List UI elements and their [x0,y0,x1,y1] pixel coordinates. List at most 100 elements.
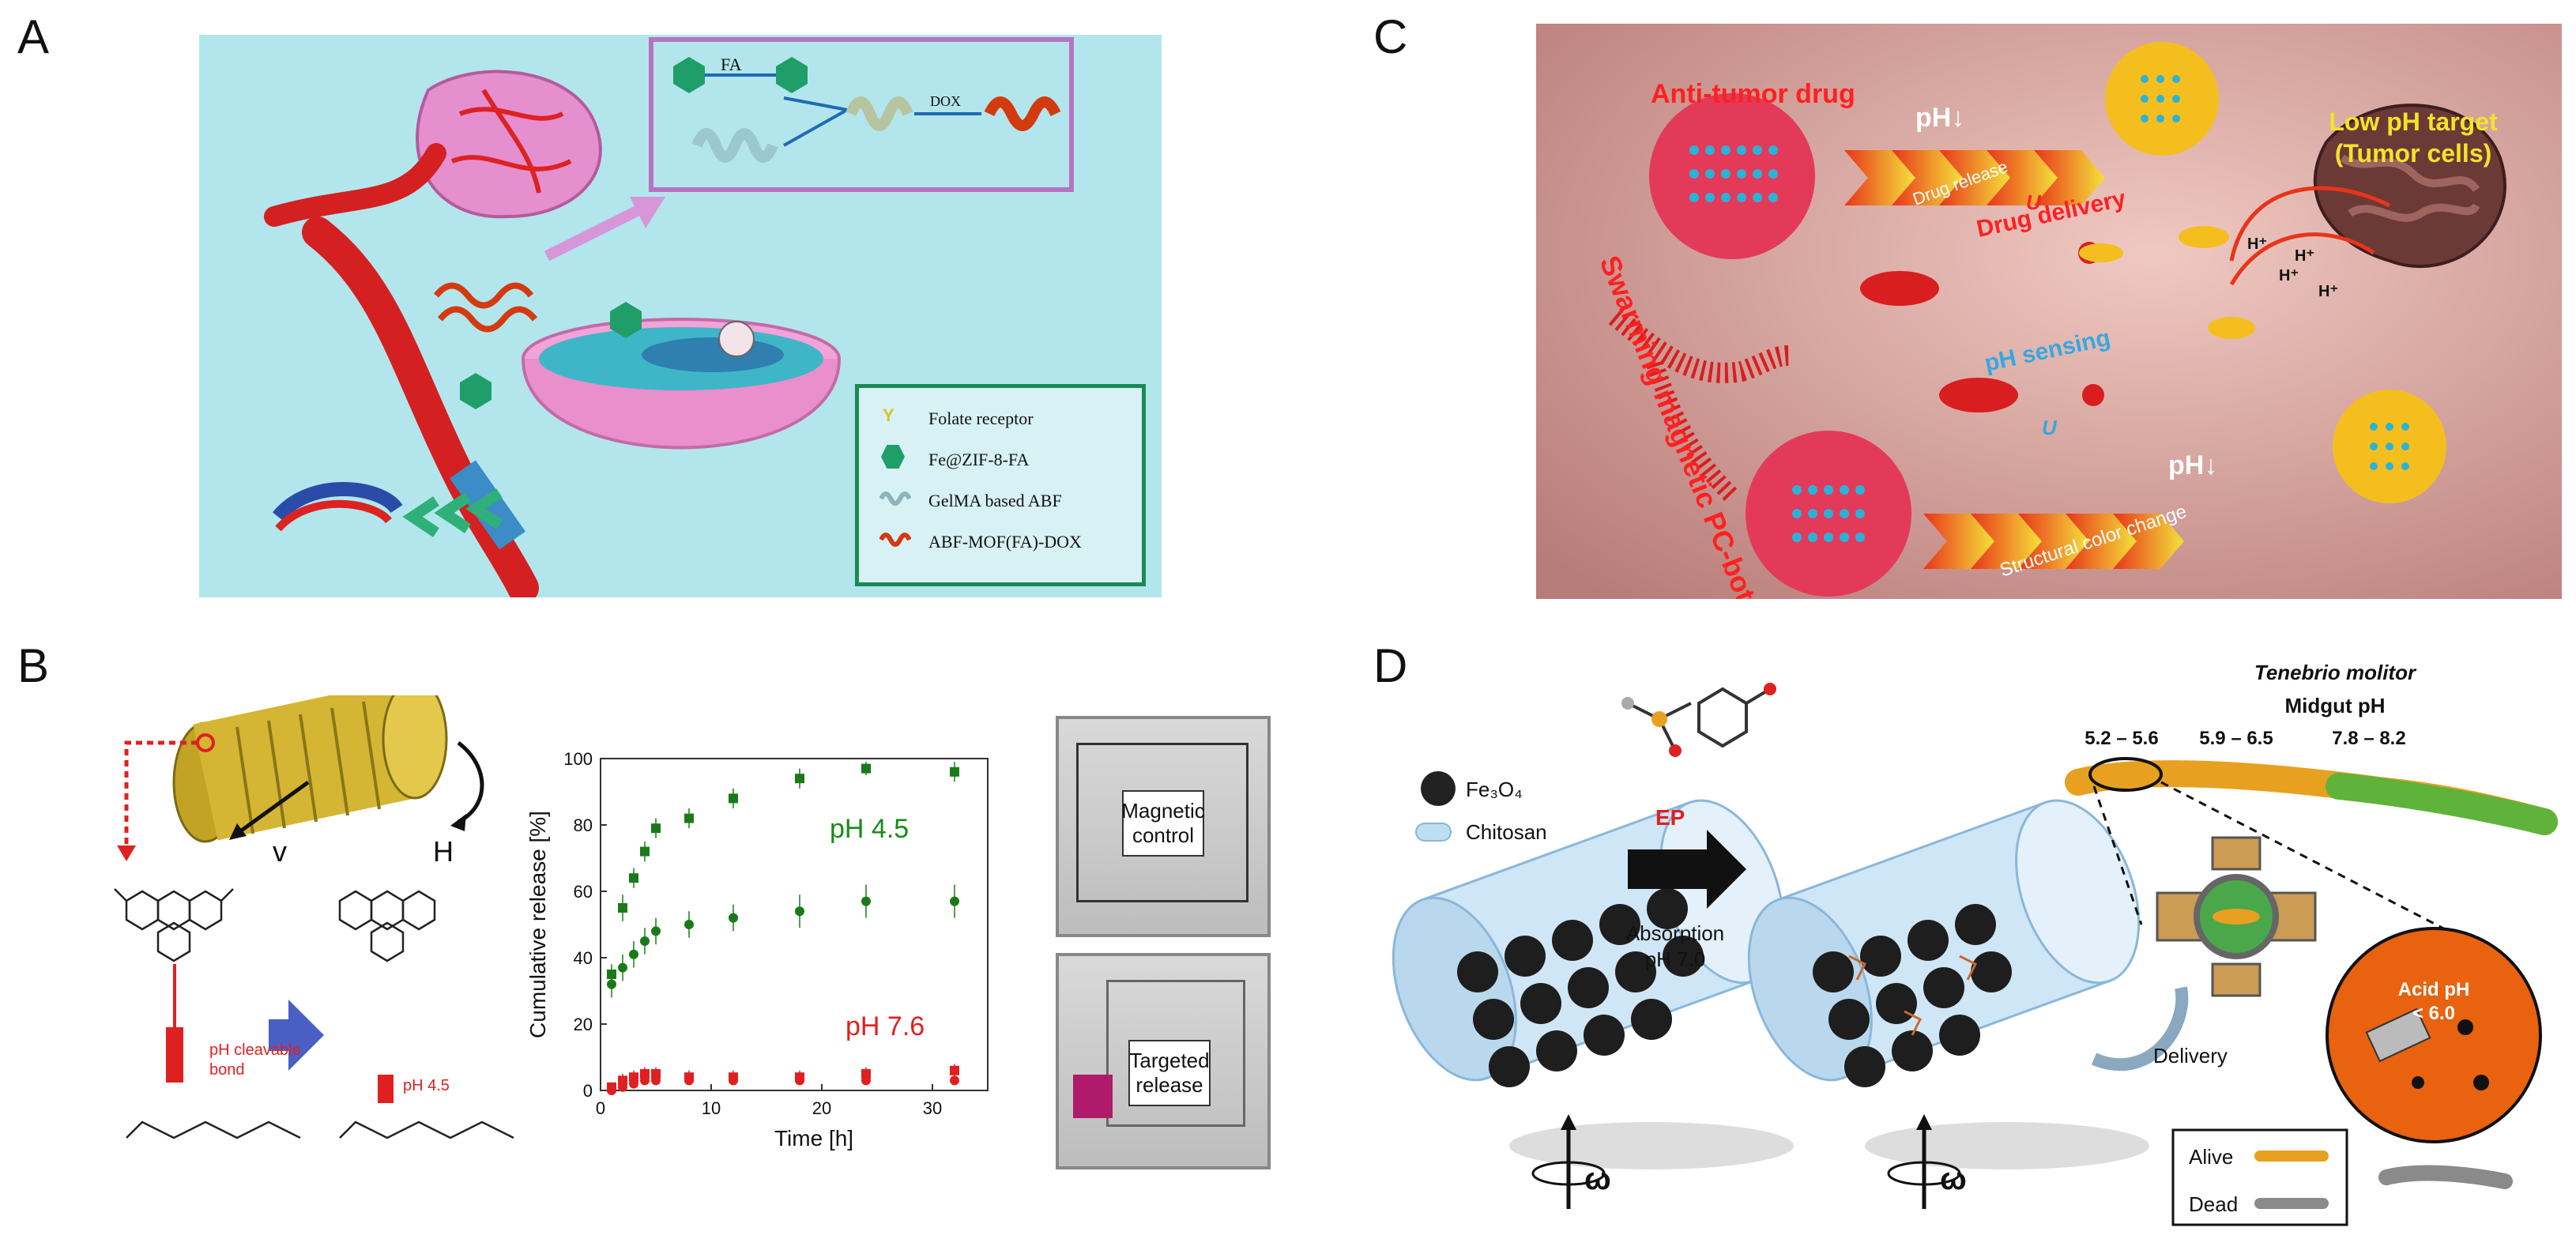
acid-ph-label-2: < 6.0 [2412,1003,2455,1024]
legend-folate: Folate receptor [928,409,1034,428]
series-0-point-7 [795,774,804,784]
ph-range-2: 5.9 – 6.5 [2199,728,2273,749]
series-3-point-5 [684,1075,694,1086]
chart-x-label: Time [h] [774,1126,853,1150]
x-tick-label-2: 20 [812,1098,831,1118]
series-0-point-4 [651,823,661,834]
panel-letter-a: A [17,10,50,63]
series-3-point-0 [607,1086,616,1095]
series-3-point-6 [729,1075,738,1086]
absorption-label: Absorption [1626,921,1724,945]
chart-annotation-ph76: pH 7.6 [845,1011,925,1041]
ph-bottom-label: pH↓ [2168,450,2217,480]
series-2-point-9 [950,1065,959,1075]
omega-label-2: ω [1940,1162,1967,1196]
series-0-point-8 [861,763,871,774]
anti-tumor-label: Anti-tumor drug [1651,79,1855,109]
panel-c-illustration: Anti-tumor drug pH↓ Drug release Low pH … [1536,24,2562,599]
chart-y-label: Cumulative release [%] [525,811,550,1038]
series-1-point-7 [795,906,804,917]
y-receptor-icon: Y [883,405,894,425]
ph-range-1: 5.2 – 5.6 [2085,728,2158,749]
series-3-point-3 [640,1075,650,1086]
plot-frame [600,758,989,1091]
magnetic-control-photo: Magnetic control [1056,716,1271,937]
series-1-point-3 [640,936,650,946]
ep-label: EP [1655,805,1685,830]
series-0-point-6 [729,793,738,804]
series-3-point-9 [950,1075,959,1086]
series-3-point-2 [629,1079,638,1089]
series-2-point-8 [861,1069,871,1079]
velocity-u-top: U [2026,190,2042,214]
panel-letter-d: D [1373,639,1408,692]
y-tick-label-2: 40 [574,948,593,968]
series-3-point-7 [795,1075,804,1086]
panel-d-illustration: Fe₃O₄ Chitosan EP Absorption pH 7.0 Deli… [1392,661,2558,1226]
bond-label-1: pH cleavable [209,1041,301,1059]
dead-label: Dead [2189,1192,2238,1216]
h-ion-2: H⁺ [2295,247,2314,265]
series-1-point-2 [629,949,638,959]
panel-letter-b: B [17,639,50,692]
series-1-point-9 [950,896,959,906]
y-tick-label-5: 100 [563,749,593,769]
y-tick-label-1: 20 [574,1015,593,1034]
helix-icon [879,491,911,506]
series-1-point-0 [607,979,616,989]
y-tick-label-4: 80 [574,815,593,835]
low-ph-label-1: Low pH target [2329,107,2498,136]
panel-letter-c: C [1373,10,1408,63]
dox-label: DOX [930,93,961,109]
series-3-point-8 [861,1075,871,1086]
hexagon-icon [881,445,905,469]
series-1-point-8 [861,896,871,906]
y-tick-label-3: 60 [574,882,593,902]
series-2-point-3 [640,1069,650,1079]
series-2-point-2 [629,1072,638,1083]
series-0-point-3 [640,846,650,857]
x-tick-label-0: 0 [596,1098,605,1118]
series-0-point-5 [684,813,694,823]
series-3-point-4 [651,1075,661,1086]
x-tick-label-1: 10 [702,1098,721,1118]
ph-range-3: 7.8 – 8.2 [2332,728,2405,749]
h-ion-4: H⁺ [2318,283,2338,300]
red-helix-icon [879,533,911,547]
legend-gelma: GelMA based ABF [928,491,1062,510]
x-tick-label-3: 30 [923,1098,942,1118]
panel-a-illustration: FA DOX [199,35,1162,597]
bond-label-2: bond [209,1061,245,1079]
fa-label: FA [721,55,742,74]
series-2-point-1 [618,1075,627,1086]
midgut-label: Midgut pH [2284,694,2385,717]
track-path [1076,743,1248,902]
velocity-v-label: v [273,835,287,868]
series-3-point-1 [618,1082,627,1092]
delivery-label: Delivery [2153,1044,2228,1068]
fe3o4-label: Fe₃O₄ [1466,778,1523,801]
series-0-point-2 [629,873,638,883]
magnetic-control-label: Magnetic control [1121,790,1205,857]
acid-ph-label-1: Acid pH [2398,979,2470,1000]
series-1-point-6 [729,913,738,923]
series-2-point-4 [651,1069,661,1079]
series-0-point-1 [618,903,627,913]
series-1-point-1 [618,962,627,973]
field-h-label: H [433,835,454,868]
chart-marks [607,762,959,1095]
low-ph-label-2: (Tumor cells) [2335,139,2492,168]
legend-fe-zif: Fe@ZIF-8-FA [928,450,1030,469]
series-1-point-5 [684,920,694,929]
panel-a-legend: Y Folate receptor Fe@ZIF-8-FA GelMA base… [855,384,1146,586]
chart-annotation-ph45: pH 4.5 [830,814,909,844]
panel-b-scheme: pH cleavable bond pH 4.5 v H [114,695,514,1139]
ph-45-scheme-label: pH 4.5 [403,1077,450,1094]
omega-label-1: ω [1584,1162,1611,1196]
track-path-2 [1106,980,1245,1127]
series-1-point-4 [651,926,661,936]
targeted-release-photo: Targeted release [1056,953,1271,1169]
chitosan-label: Chitosan [1466,820,1547,844]
